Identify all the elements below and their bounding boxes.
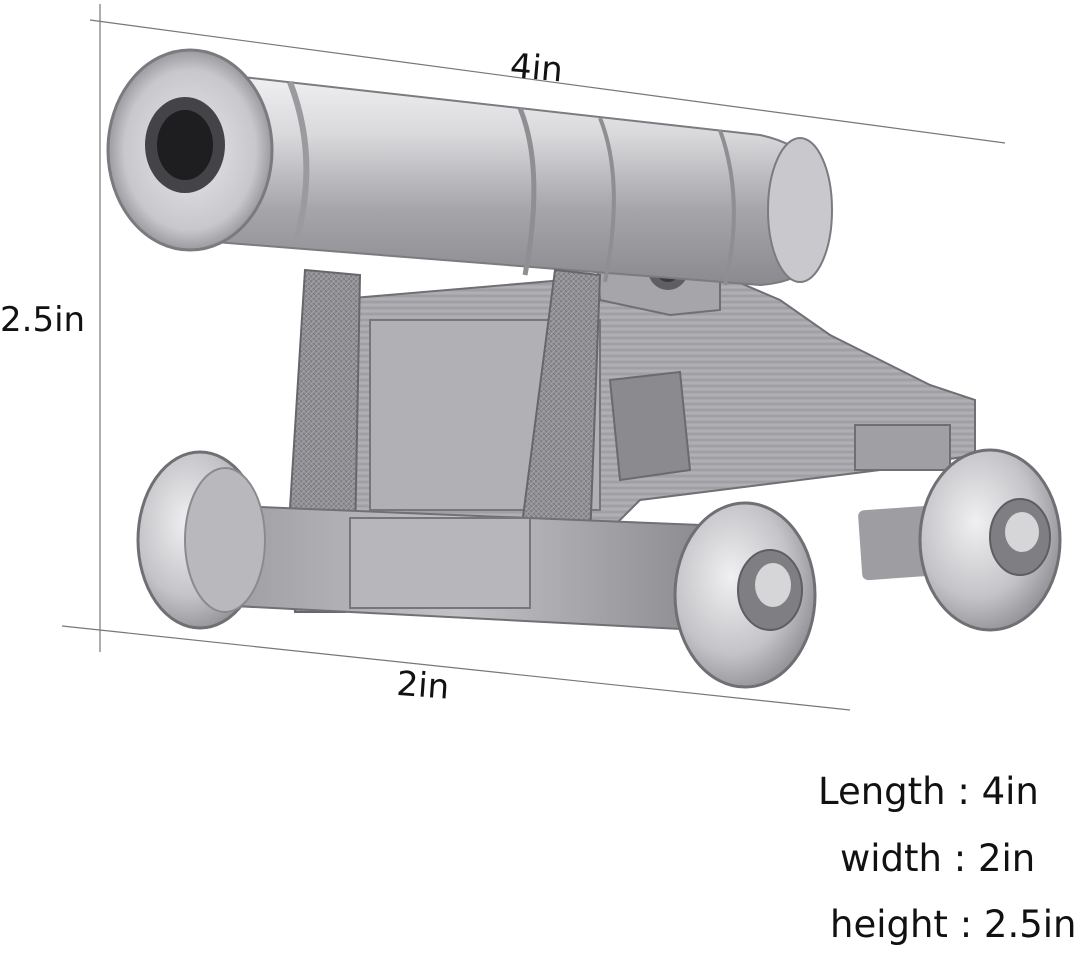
cannon-barrel	[106, 48, 833, 287]
spec-length: Length : 4in	[818, 770, 1039, 813]
spec-width: width : 2in	[840, 837, 1036, 880]
length-dimension-label: 4in	[508, 46, 565, 91]
wheel-rear-right	[918, 448, 1062, 632]
spec-height: height : 2.5in	[830, 903, 1077, 946]
wheel-front-right	[673, 501, 817, 689]
dimension-lines	[61, 4, 1006, 711]
muzzle-bore	[157, 110, 213, 180]
front-axle	[208, 503, 701, 632]
width-dimension-line	[61, 625, 851, 711]
length-dimension-line	[89, 19, 1006, 144]
width-dimension-label: 2in	[395, 664, 451, 708]
height-dimension-label: 2.5in	[0, 300, 86, 340]
wheel-front-left	[136, 450, 266, 630]
